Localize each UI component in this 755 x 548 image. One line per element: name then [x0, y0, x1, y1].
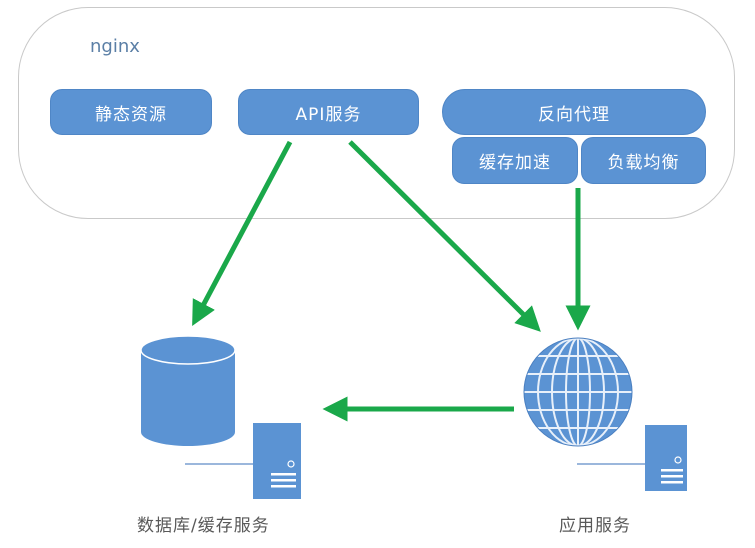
app-label: 应用服务 [559, 516, 631, 536]
nginx-title: nginx [90, 36, 140, 57]
api-service-box: API服务 [238, 89, 419, 135]
database-server-icon [185, 423, 301, 499]
database-icon [140, 335, 236, 446]
nginx-container [18, 7, 735, 219]
app-server-icon [577, 425, 687, 491]
static-resources-box: 静态资源 [50, 89, 212, 135]
cache-acceleration-box: 缓存加速 [452, 137, 578, 184]
arrow-api-to-database [192, 140, 293, 327]
globe-icon [523, 337, 633, 447]
load-balancing-box: 负载均衡 [581, 137, 706, 184]
reverse-proxy-box: 反向代理 [442, 89, 706, 135]
arrow-api-to-app [348, 140, 541, 332]
database-label: 数据库/缓存服务 [137, 516, 270, 536]
